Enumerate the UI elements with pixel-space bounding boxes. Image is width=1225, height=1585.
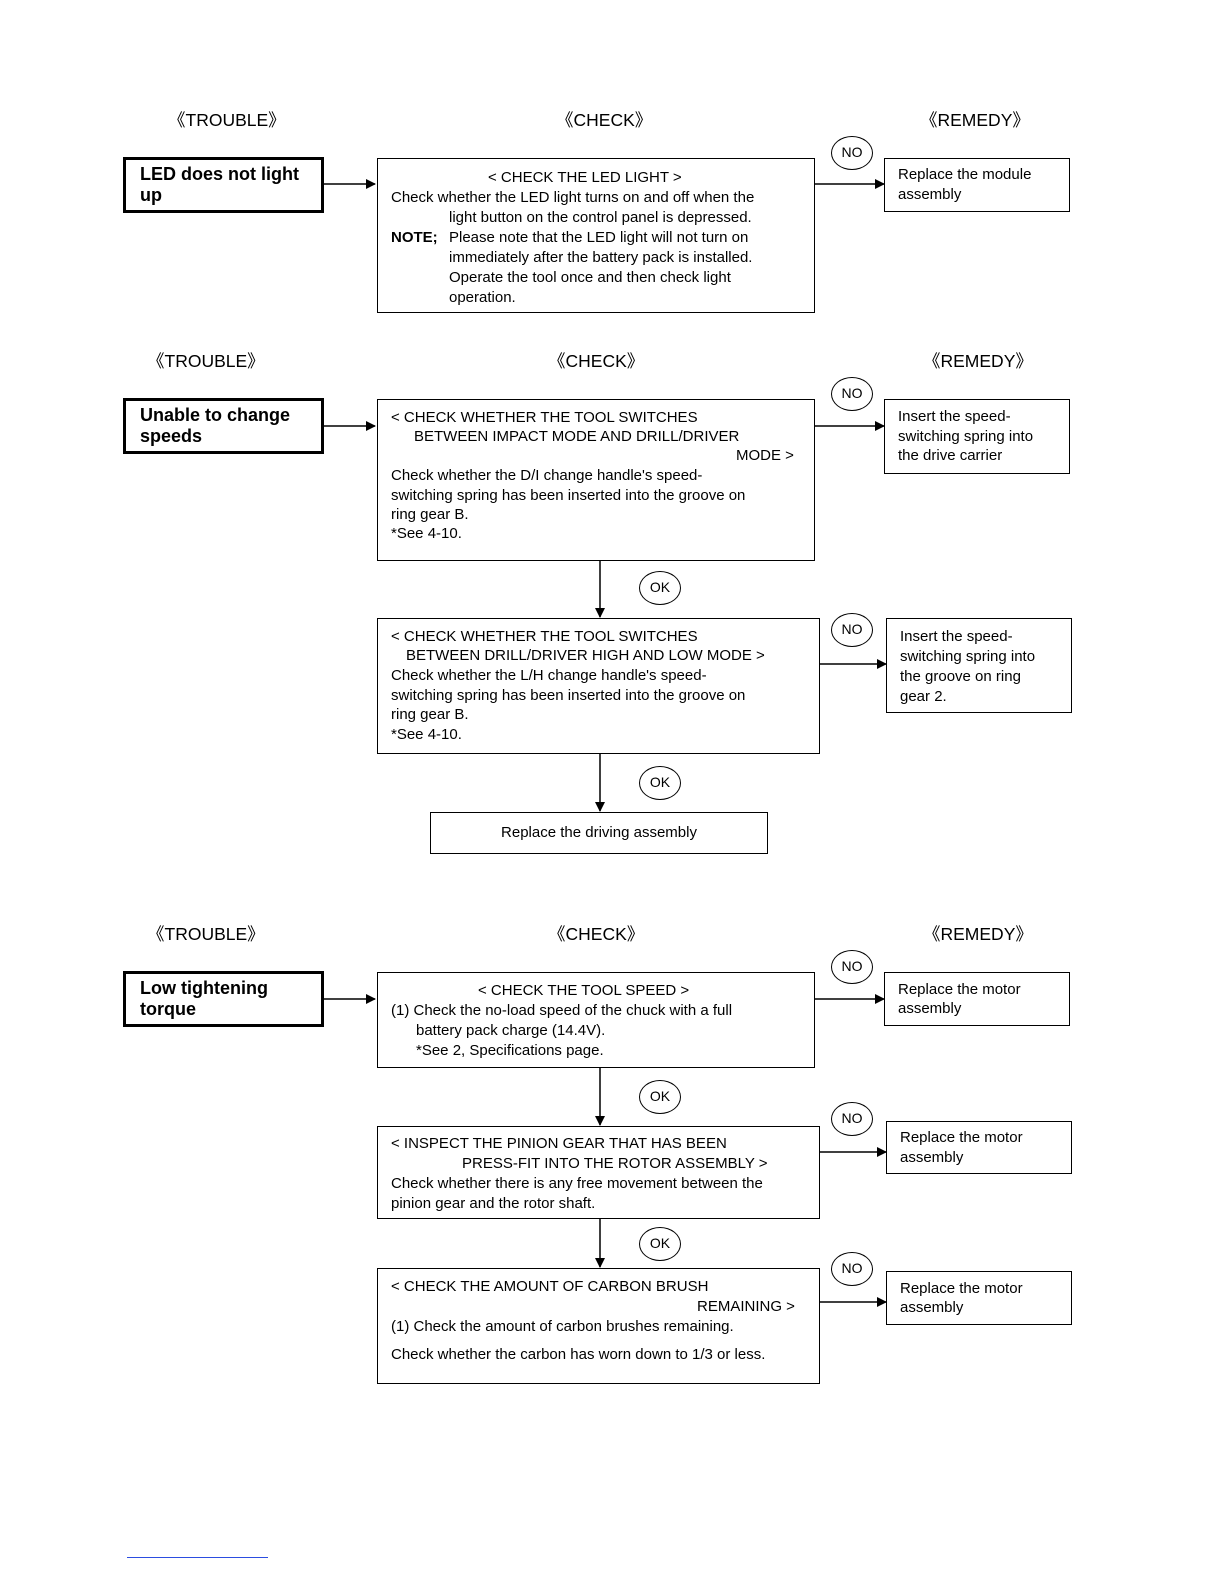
ok-badge: OK	[639, 766, 681, 800]
remedy-line: the groove on ring	[900, 668, 1021, 685]
check-line: pinion gear and the rotor shaft.	[391, 1195, 596, 1212]
check-header: 《CHECK》	[548, 924, 645, 944]
check-line: ring gear B.	[391, 506, 469, 523]
check-box-tool-speed: < CHECK THE TOOL SPEED > (1) Check the n…	[377, 972, 815, 1068]
trouble-header: 《TROUBLE》	[147, 924, 265, 944]
trouble-line: LED does not light	[140, 164, 299, 184]
remedy-line: assembly	[900, 1149, 964, 1166]
check-line: (1) Check the no-load speed of the chuck…	[391, 1002, 733, 1019]
check-line: ring gear B.	[391, 706, 469, 723]
check-box-carbon-brush: < CHECK THE AMOUNT OF CARBON BRUSH REMAI…	[377, 1268, 820, 1384]
remedy-line: Replace the motor	[900, 1129, 1023, 1146]
trouble-line: Unable to change	[140, 405, 291, 425]
check-box-high-low-mode: < CHECK WHETHER THE TOOL SWITCHES BETWEE…	[377, 618, 820, 754]
note-line: Please note that the LED light will not …	[449, 229, 749, 246]
note-line: Operate the tool once and then check lig…	[449, 269, 731, 286]
remedy-line: the drive carrier	[898, 447, 1003, 464]
no-badge: NO	[831, 1102, 873, 1136]
trouble-line: up	[140, 185, 162, 205]
check-title: REMAINING >	[697, 1298, 795, 1315]
trouble-box-speeds: Unable to change speeds	[123, 398, 324, 454]
remedy-box-drive-carrier: Insert the speed- switching spring into …	[884, 399, 1070, 474]
remedy-box-motor-3: Replace the motor assembly	[886, 1271, 1072, 1325]
check-title: BETWEEN IMPACT MODE AND DRILL/DRIVER	[414, 428, 740, 445]
trouble-line: torque	[140, 999, 196, 1019]
remedy-line: switching spring into	[898, 428, 1034, 445]
trouble-box-led: LED does not light up	[123, 157, 324, 213]
remedy-header: 《REMEDY》	[923, 351, 1033, 371]
check-box-pinion-gear: < INSPECT THE PINION GEAR THAT HAS BEEN …	[377, 1126, 820, 1219]
no-badge: NO	[831, 950, 873, 984]
check-line: switching spring has been inserted into …	[391, 687, 746, 704]
check-title: < CHECK THE AMOUNT OF CARBON BRUSH	[391, 1278, 709, 1295]
remedy-line: assembly	[898, 186, 962, 203]
final-text: Replace the driving assembly	[501, 824, 697, 841]
trouble-header: 《TROUBLE》	[168, 110, 286, 130]
remedy-line: assembly	[900, 1299, 964, 1316]
check-title: < CHECK WHETHER THE TOOL SWITCHES	[391, 628, 698, 645]
check-box-led-light: < CHECK THE LED LIGHT > Check whether th…	[377, 158, 815, 313]
no-badge: NO	[831, 136, 873, 170]
check-line: light button on the control panel is dep…	[449, 209, 752, 226]
no-badge: NO	[831, 613, 873, 647]
check-line: Check whether the carbon has worn down t…	[391, 1346, 766, 1363]
remedy-header: 《REMEDY》	[920, 110, 1030, 130]
ok-badge: OK	[639, 1080, 681, 1114]
note-line: operation.	[449, 289, 516, 306]
trouble-box-torque: Low tightening torque	[123, 971, 324, 1027]
check-line: Check whether there is any free movement…	[391, 1175, 763, 1192]
remedy-line: Insert the speed-	[898, 408, 1011, 425]
trouble-header: 《TROUBLE》	[147, 351, 265, 371]
remedy-box-module: Replace the module assembly	[884, 158, 1070, 212]
check-header: 《CHECK》	[556, 110, 653, 130]
remedy-box-motor-1: Replace the motor assembly	[884, 972, 1070, 1026]
check-title: < CHECK THE LED LIGHT >	[488, 169, 682, 186]
remedy-box-ring-gear: Insert the speed- switching spring into …	[886, 618, 1072, 713]
no-badge: NO	[831, 1252, 873, 1286]
check-line: *See 2, Specifications page.	[416, 1042, 604, 1059]
no-badge: NO	[831, 377, 873, 411]
check-line: Check whether the D/I change handle's sp…	[391, 467, 703, 484]
remedy-line: assembly	[898, 1000, 962, 1017]
remedy-line: Replace the module	[898, 166, 1032, 183]
note-label: NOTE;	[391, 229, 438, 246]
check-line: *See 4-10.	[391, 726, 462, 743]
check-title: < CHECK THE TOOL SPEED >	[478, 982, 690, 999]
remedy-box-motor-2: Replace the motor assembly	[886, 1121, 1072, 1174]
check-line: battery pack charge (14.4V).	[416, 1022, 606, 1039]
remedy-line: gear 2.	[900, 688, 947, 705]
trouble-line: Low tightening	[140, 978, 268, 998]
check-line: (1) Check the amount of carbon brushes r…	[391, 1318, 734, 1335]
check-title: < CHECK WHETHER THE TOOL SWITCHES	[391, 409, 698, 426]
ok-badge: OK	[639, 571, 681, 605]
remedy-line: Replace the motor	[898, 981, 1021, 998]
check-title: < INSPECT THE PINION GEAR THAT HAS BEEN	[391, 1135, 727, 1152]
check-line: switching spring has been inserted into …	[391, 487, 746, 504]
check-title: PRESS-FIT INTO THE ROTOR ASSEMBLY >	[462, 1155, 768, 1172]
final-box-driving-assembly: Replace the driving assembly	[430, 812, 768, 854]
check-line: Check whether the L/H change handle's sp…	[391, 667, 707, 684]
remedy-line: switching spring into	[900, 648, 1036, 665]
remedy-line: Insert the speed-	[900, 628, 1013, 645]
ok-badge: OK	[639, 1227, 681, 1261]
remedy-line: Replace the motor	[900, 1280, 1023, 1297]
check-line: Check whether the LED light turns on and…	[391, 189, 755, 206]
check-line: *See 4-10.	[391, 525, 462, 542]
trouble-line: speeds	[140, 426, 203, 446]
check-header: 《CHECK》	[548, 351, 645, 371]
footer-rule	[127, 1557, 268, 1558]
check-title: MODE >	[736, 447, 794, 464]
remedy-header: 《REMEDY》	[923, 924, 1033, 944]
check-box-impact-drill-mode: < CHECK WHETHER THE TOOL SWITCHES BETWEE…	[377, 399, 815, 561]
note-line: immediately after the battery pack is in…	[449, 249, 753, 266]
check-title: BETWEEN DRILL/DRIVER HIGH AND LOW MODE >	[406, 647, 765, 664]
